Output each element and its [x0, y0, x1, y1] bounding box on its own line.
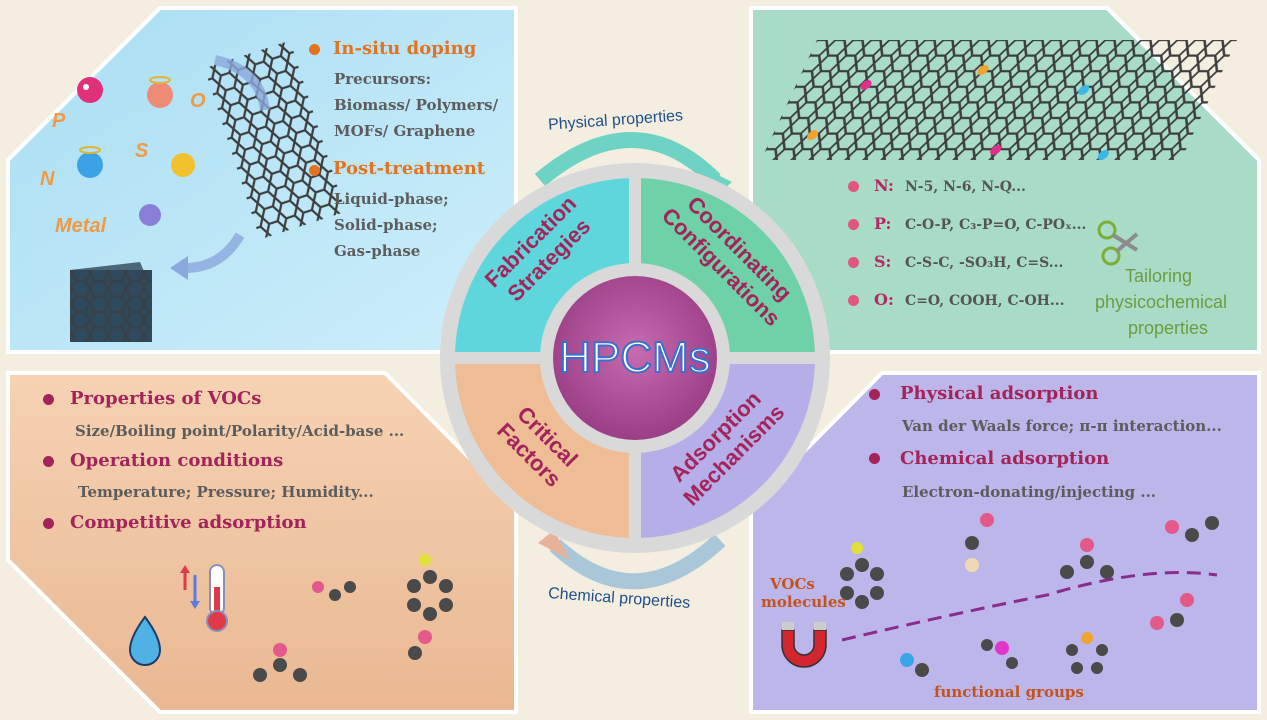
bullet-dot: [848, 295, 859, 306]
config-label-p: P:: [874, 214, 892, 233]
dopant-n: N: [40, 168, 55, 190]
dopant-s: S: [135, 140, 149, 162]
dopant-o: O: [190, 90, 206, 112]
post-treatment-heading: Post-treatment: [333, 158, 486, 179]
factors-panel: Properties of VOCs Size/Boiling point/Po…: [0, 365, 520, 720]
config-value-p: C-O-P, C₃-P=O, C-POₓ...: [905, 217, 1087, 233]
competitive-adsorption-heading: Competitive adsorption: [70, 512, 307, 533]
bullet-dot: [43, 456, 54, 467]
bullet-dot: [43, 518, 54, 529]
bullet-dot: [848, 257, 859, 268]
properties-of-vocs-detail: Size/Boiling point/Polarity/Acid-base ..…: [75, 422, 405, 440]
bullet-dot: [869, 389, 880, 400]
vocs-label: VOCs: [770, 575, 815, 593]
bullet-dot: [309, 44, 320, 55]
scissors-icon: [1097, 220, 1139, 266]
phase-line: Liquid-phase;: [334, 190, 449, 208]
config-label-n: N:: [874, 176, 894, 195]
dopant-metal: Metal: [55, 215, 107, 237]
phase-line: Gas-phase: [334, 242, 421, 260]
config-value-o: C=O, COOH, C-OH...: [905, 293, 1065, 309]
functional-groups-label: functional groups: [934, 683, 1084, 701]
molecule-icon: [840, 513, 1219, 677]
fabrication-panel: P O N S Metal In-situ doping Precursors:…: [0, 0, 520, 355]
chemical-adsorption-heading: Chemical adsorption: [900, 448, 1110, 469]
in-situ-doping-heading: In-situ doping: [333, 38, 477, 59]
bullet-dot: [848, 181, 859, 192]
water-drop-icon: [128, 615, 162, 666]
bullet-dot: [848, 219, 859, 230]
porous-carbon-cube: [70, 262, 152, 342]
bullet-dot: [309, 165, 320, 176]
center-circle: [553, 276, 717, 440]
bullet-dot: [869, 453, 880, 464]
config-value-s: C-S-C, -SO₃H, C=S...: [905, 255, 1064, 271]
config-value-n: N-5, N-6, N-Q...: [905, 179, 1026, 195]
dopant-characters: [77, 76, 195, 226]
bullet-dot: [43, 394, 54, 405]
precursor-line: Precursors:: [334, 70, 432, 88]
precursor-line: MOFs/ Graphene: [334, 122, 476, 140]
config-label-o: O:: [874, 290, 894, 309]
graphene-sheet: [761, 40, 1237, 160]
molecule-icon: [253, 554, 453, 682]
center-title: HPCMs: [559, 333, 711, 382]
chemical-adsorption-detail: Electron-donating/injecting ...: [902, 483, 1157, 501]
operation-conditions-detail: Temperature; Pressure; Humidity...: [78, 483, 374, 501]
up-down-arrows-icon: [180, 565, 200, 609]
vocs-label: molecules: [761, 593, 846, 611]
properties-of-vocs-heading: Properties of VOCs: [70, 388, 262, 409]
tailoring-line: Tailoring: [1125, 266, 1193, 286]
physical-adsorption-detail: Van der Waals force; π-π interaction...: [902, 417, 1222, 435]
thermometer-icon: [206, 564, 228, 632]
dopant-p: P: [52, 110, 66, 132]
config-label-s: S:: [874, 252, 892, 271]
magnet-icon: [781, 622, 827, 668]
physical-adsorption-heading: Physical adsorption: [900, 383, 1099, 404]
operation-conditions-heading: Operation conditions: [70, 450, 284, 471]
precursor-line: Biomass/ Polymers/: [334, 96, 499, 114]
configuration-panel: N: N-5, N-6, N-Q... P: C-O-P, C₃-P=O, C-…: [747, 0, 1267, 355]
phase-line: Solid-phase;: [334, 216, 438, 234]
tailoring-line: properties: [1128, 318, 1209, 338]
tailoring-line: physicochemical: [1095, 292, 1228, 312]
